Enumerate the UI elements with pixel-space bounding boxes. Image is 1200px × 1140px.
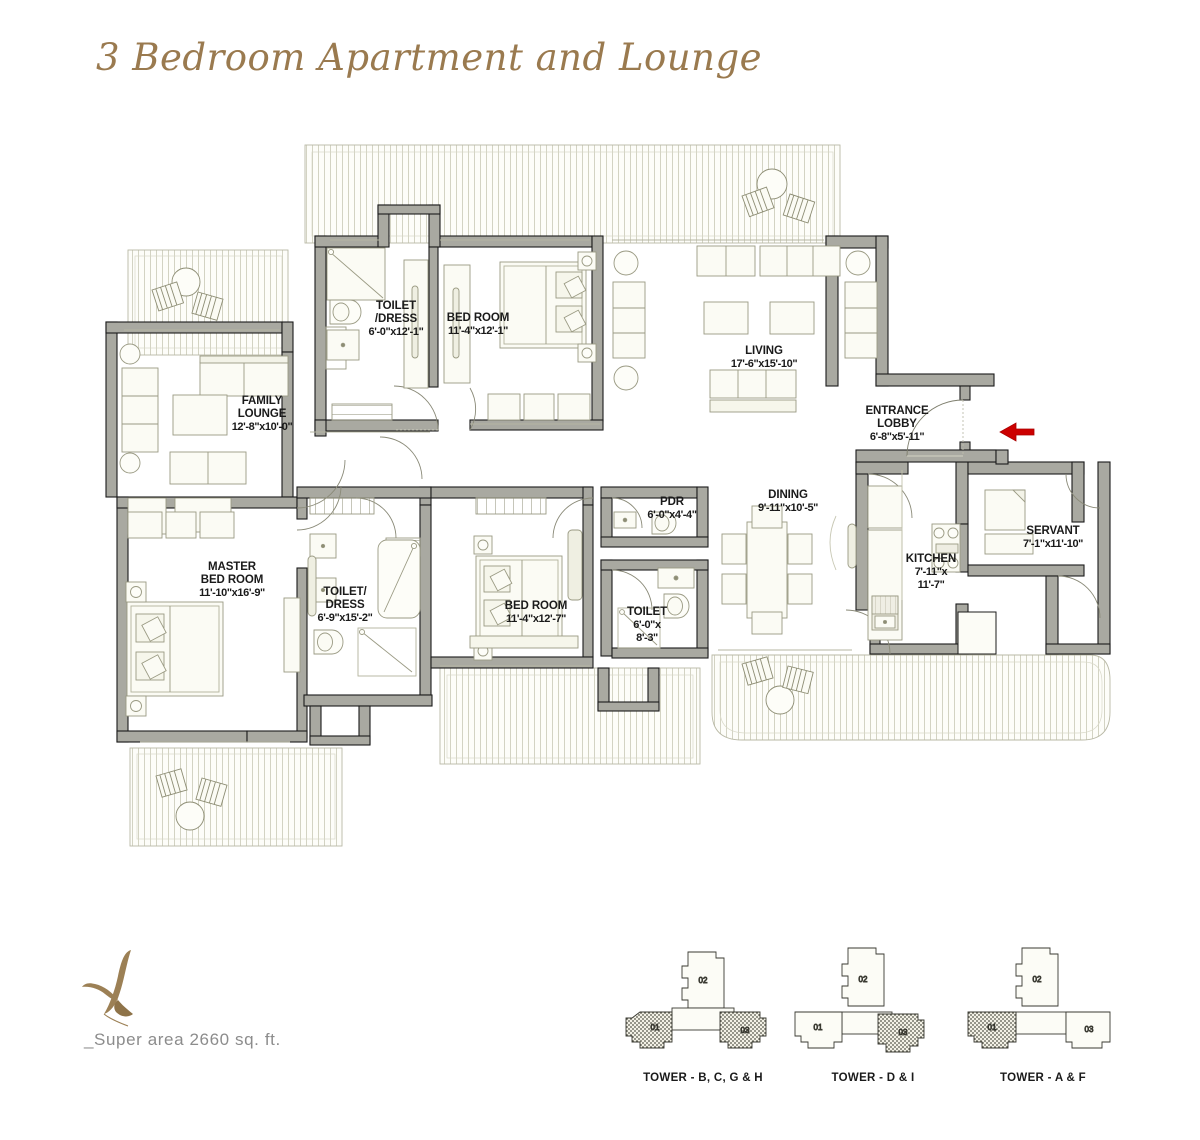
page-title: 3 Bedroom Apartment and Lounge (96, 36, 763, 79)
room-name: ENTRANCE (865, 405, 929, 417)
room-name-cont: BED ROOM (200, 574, 264, 586)
room-dimensions: 11'-10"x16'-9" (199, 587, 265, 599)
room-dimensions: 6'-0"x4'-4" (647, 509, 697, 521)
toilet-2-fixtures (617, 567, 695, 649)
keyplan-tower-di: 02 01 03 (794, 947, 925, 1053)
room-dimensions: 11'-4"x12'-7" (505, 613, 566, 625)
room-name: FAMILY (241, 395, 283, 407)
keyplan-tower-bcgh: 02 01 03 (625, 951, 767, 1049)
room-dimensions: 6'-8"x5'-11" (869, 431, 925, 443)
super-area-text: _Super area 2660 sq. ft. (84, 1030, 281, 1049)
family-lounge-furniture (119, 343, 289, 535)
room-name: LIVING (745, 345, 783, 357)
leaf-logo-icon (82, 950, 133, 1027)
keyplan-caption-tower-af: TOWER - A & F (1000, 1072, 1086, 1084)
kitchen-fixtures (829, 470, 961, 641)
keyplan-unit-03: 03 (899, 1028, 908, 1037)
room-name: MASTER (208, 561, 256, 573)
room-name: TOILET (626, 606, 668, 618)
room-dimensions: 12'-8"x10'-0" (231, 421, 293, 433)
toilet-dress-2-fixtures (307, 497, 421, 677)
room-dimensions: 6'-0"x (633, 619, 661, 631)
windows (124, 239, 852, 743)
room-name: DINING (768, 489, 808, 501)
room-dimensions: 7'-11"x (914, 566, 948, 578)
room-dimensions: 7'-1"x11'-10" (1022, 538, 1083, 550)
servant-furniture (984, 489, 1034, 555)
room-name-cont: /DRESS (374, 313, 418, 325)
room-name: TOILET/ (323, 586, 367, 598)
keyplan-unit-02: 02 (859, 975, 868, 984)
bed-room-1-furniture (443, 251, 597, 421)
keyplan-tower-af: 02 01 03 (967, 947, 1111, 1049)
toilet-dress-1-fixtures (325, 247, 429, 421)
keyplan-unit-03: 03 (1085, 1025, 1094, 1034)
keyplan-unit-01: 01 (814, 1023, 823, 1032)
room-dimensions: 17'-6"x15'-10" (730, 358, 798, 370)
keyplan-unit-03: 03 (741, 1026, 750, 1035)
room-dimensions-cont: 8'-3" (636, 632, 658, 644)
bed-room-2-furniture (469, 497, 583, 661)
master-bed-room-furniture (125, 511, 301, 717)
keyplan-unit-02: 02 (1033, 975, 1042, 984)
keyplan-unit-01: 01 (651, 1023, 660, 1032)
pdr-fixtures (613, 511, 677, 535)
furniture (119, 245, 1034, 717)
room-name: BED ROOM (446, 312, 510, 324)
room-name: SERVANT (1026, 525, 1080, 537)
keyplan-unit-02: 02 (699, 976, 708, 985)
dining-furniture (721, 505, 813, 635)
room-name-cont: LOUNGE (237, 408, 287, 420)
room-name-cont: LOBBY (877, 418, 917, 430)
keyplan-caption-tower-di: TOWER - D & I (831, 1072, 915, 1084)
living-furniture (612, 245, 878, 413)
keyplan-unit-01: 01 (988, 1023, 997, 1032)
room-name: BED ROOM (504, 600, 568, 612)
entrance-arrow-icon (999, 422, 1035, 442)
room-dimensions: 9'-11"x10'-5" (757, 502, 818, 514)
room-name: TOILET (375, 300, 417, 312)
room-dimensions: 6'-0"x12'-1" (368, 326, 424, 338)
balcony-furniture (151, 168, 816, 831)
keyplan-caption-tower-bcgh: TOWER - B, C, G & H (643, 1072, 763, 1084)
room-name: KITCHEN (905, 553, 957, 565)
room-name-cont: DRESS (325, 599, 365, 611)
room-dimensions: 6'-9"x15'-2" (317, 612, 373, 624)
room-dimensions-cont: 11'-7" (917, 579, 945, 591)
room-name: PDR (660, 496, 684, 508)
room-dimensions: 11'-4"x12'-1" (447, 325, 508, 337)
